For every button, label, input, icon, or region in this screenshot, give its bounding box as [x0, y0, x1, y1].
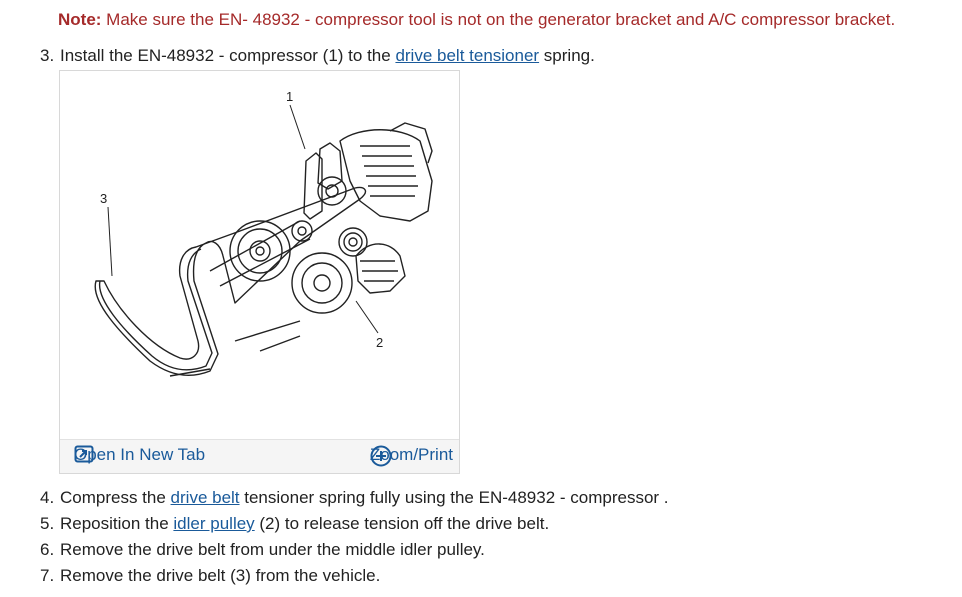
callout-2: 2 — [376, 335, 383, 350]
step-text: Reposition the — [60, 514, 174, 533]
note-text: Note: Make sure the EN- 48932 - compress… — [58, 10, 895, 30]
open-in-new-tab-label: Open In New Tab — [74, 445, 206, 464]
step-text: Remove the drive belt (3) from the vehic… — [60, 566, 381, 585]
note-label: Note: — [58, 10, 102, 29]
zoom-print-button[interactable]: Zoom/Print — [370, 445, 453, 467]
step-3: 3. Install the EN-48932 - compressor (1) … — [40, 46, 595, 66]
step-number: 7. — [40, 566, 55, 585]
step-text: Remove the drive belt from under the mid… — [60, 540, 485, 559]
step-number: 3. — [40, 46, 55, 65]
step-4: 4. Compress the drive belt tensioner spri… — [40, 488, 669, 508]
step-number: 6. — [40, 540, 55, 559]
callout-1: 1 — [286, 89, 293, 104]
link-idler-pulley[interactable]: idler pulley — [173, 514, 255, 533]
step-6: 6. Remove the drive belt from under the m… — [40, 540, 485, 560]
zoom-plus-icon — [370, 445, 392, 467]
note-body: Make sure the EN- 48932 - compressor too… — [101, 10, 896, 29]
open-new-tab-icon — [74, 445, 94, 463]
step-text: tensioner spring fully using the EN-4893… — [239, 488, 669, 507]
figure-toolbar: Open In New Tab Zoom/Print — [60, 439, 459, 473]
step-number: 4. — [40, 488, 55, 507]
drive-belt-illustration: 1 2 3 — [94, 89, 433, 377]
link-drive-belt-tensioner[interactable]: drive belt tensioner — [395, 46, 540, 65]
step-5: 5. Reposition the idler pulley (2) to rel… — [40, 514, 549, 534]
step-text: (2) to release tension off the drive bel… — [254, 514, 550, 533]
step-text: Compress the — [60, 488, 171, 507]
open-in-new-tab-button[interactable]: Open In New Tab — [74, 445, 205, 465]
step-text: spring. — [539, 46, 595, 65]
step-text: Install the EN-48932 - compressor (1) to… — [60, 46, 396, 65]
step-number: 5. — [40, 514, 55, 533]
step-7: 7. Remove the drive belt (3) from the veh… — [40, 566, 380, 586]
callout-3: 3 — [100, 191, 107, 206]
figure-drive-belt-diagram: 1 2 3 Open In New Tab Zoom/Print — [59, 70, 460, 474]
link-drive-belt[interactable]: drive belt — [170, 488, 240, 507]
